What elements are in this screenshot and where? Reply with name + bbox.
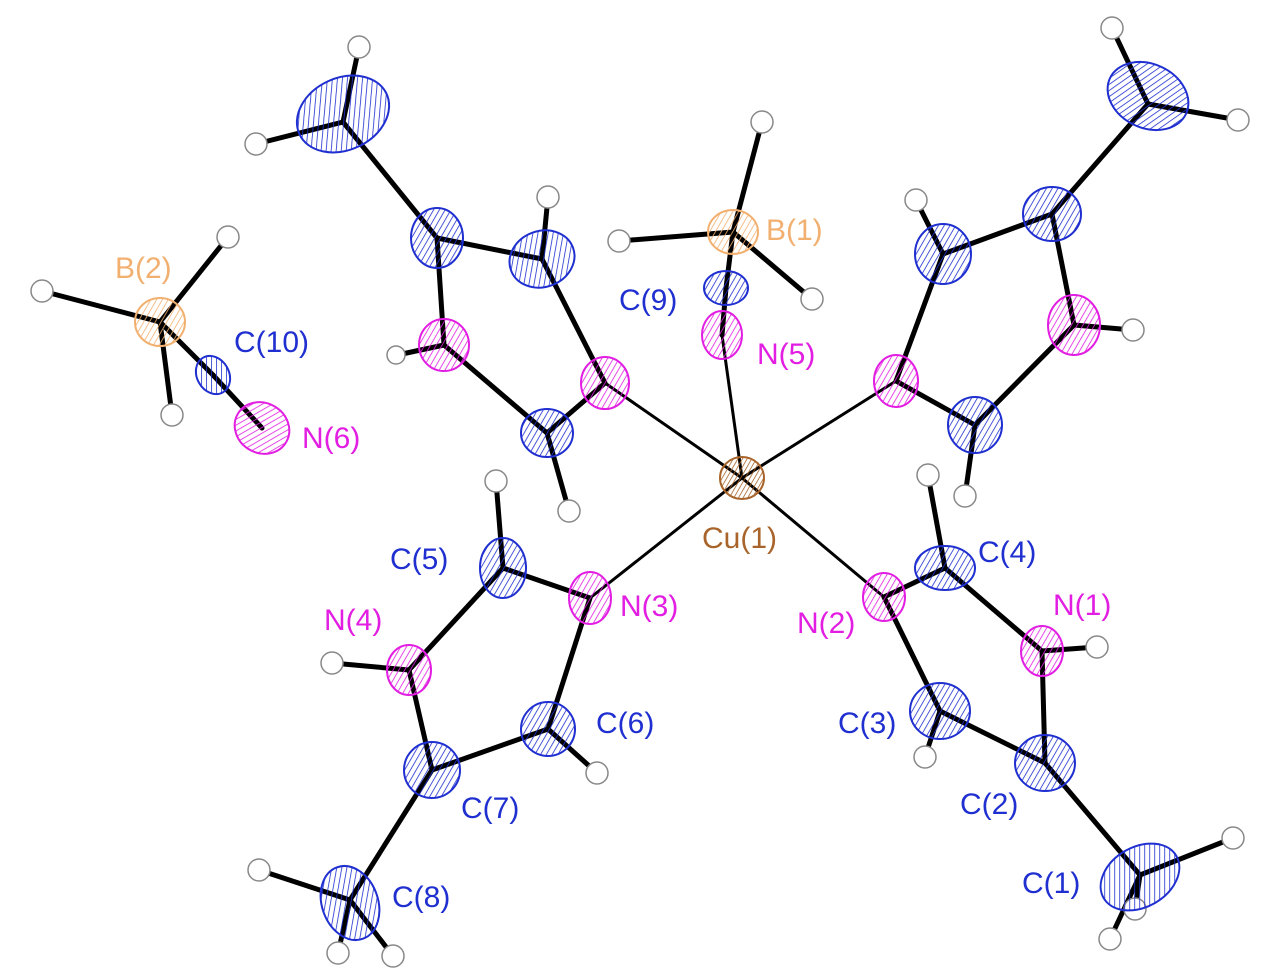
atom-n3 bbox=[568, 571, 612, 625]
atom-nh-upper-left bbox=[418, 318, 470, 372]
hydrogen-atom bbox=[247, 858, 271, 882]
bond-cu1-n-upper-right bbox=[740, 379, 898, 480]
label-n3: N(3) bbox=[620, 590, 678, 623]
label-c10: C(10) bbox=[234, 326, 309, 359]
hydrogen-atom bbox=[1121, 318, 1145, 342]
bonds bbox=[39, 25, 1241, 959]
hydrogen-atom bbox=[953, 484, 977, 508]
label-n6: N(6) bbox=[302, 422, 360, 455]
atom-c-ul-methyl bbox=[295, 74, 391, 154]
hydrogen-atom bbox=[913, 745, 937, 769]
label-c7: C(7) bbox=[461, 792, 519, 825]
atom-c8 bbox=[319, 865, 381, 941]
hydrogen-atom bbox=[557, 499, 581, 523]
hydrogen-atom bbox=[750, 110, 774, 134]
atom-n1 bbox=[1020, 625, 1064, 677]
atom-c-ur-low bbox=[947, 396, 1003, 454]
bond-cu1-n2 bbox=[740, 476, 886, 599]
atom-cu1 bbox=[719, 456, 765, 500]
hydrogen-atom bbox=[916, 463, 940, 487]
atom-b2 bbox=[134, 297, 186, 347]
hydrogen-atom bbox=[30, 279, 54, 303]
label-cu1: Cu(1) bbox=[702, 522, 777, 555]
atom-c-ul-low bbox=[520, 408, 574, 458]
hydrogen-atom bbox=[1100, 16, 1124, 40]
hydrogen-atom bbox=[320, 651, 344, 675]
label-c2: C(2) bbox=[960, 788, 1018, 821]
atom-c-ur-ch bbox=[914, 223, 972, 285]
label-c3: C(3) bbox=[838, 707, 896, 740]
label-n2: N(2) bbox=[797, 607, 855, 640]
hydrogen-atom bbox=[1085, 635, 1109, 659]
atom-c1 bbox=[1099, 842, 1181, 912]
label-n4: N(4) bbox=[324, 604, 382, 637]
atom-c-ur-me bbox=[1022, 186, 1082, 242]
atom-c9 bbox=[703, 270, 749, 306]
hydrogen-atom bbox=[244, 132, 268, 156]
hydrogen-atom bbox=[1221, 826, 1245, 850]
label-b2: B(2) bbox=[115, 252, 172, 285]
label-c5: C(5) bbox=[390, 543, 448, 576]
atom-c3 bbox=[909, 682, 971, 740]
atom-c4 bbox=[914, 545, 976, 591]
atom-nh-upper-right bbox=[1047, 294, 1101, 356]
heavy-atoms bbox=[134, 60, 1190, 941]
atom-n5 bbox=[701, 310, 743, 360]
atom-n2 bbox=[862, 572, 906, 622]
label-c1: C(1) bbox=[1022, 867, 1080, 900]
hydrogen-atom bbox=[484, 469, 508, 493]
atom-c-ul-top bbox=[508, 229, 576, 289]
hydrogen-atom bbox=[800, 287, 824, 311]
hydrogen-atoms bbox=[30, 16, 1250, 968]
hydrogen-atom bbox=[160, 403, 184, 427]
label-c6: C(6) bbox=[596, 707, 654, 740]
atom-c10 bbox=[194, 354, 232, 396]
atom-n-upper-right bbox=[873, 354, 919, 408]
hydrogen-atom bbox=[585, 761, 609, 785]
hydrogen-atom bbox=[386, 345, 406, 365]
atom-b1 bbox=[707, 209, 759, 255]
hydrogen-atom bbox=[347, 35, 371, 59]
label-c8: C(8) bbox=[392, 881, 450, 914]
label-n5: N(5) bbox=[757, 338, 815, 371]
label-c9: C(9) bbox=[619, 284, 677, 317]
atom-c-ul-me bbox=[410, 207, 464, 269]
atom-c2 bbox=[1014, 734, 1076, 792]
hydrogen-atom bbox=[536, 185, 560, 209]
atom-n4 bbox=[386, 644, 432, 696]
atom-n6 bbox=[233, 401, 291, 455]
atom-n-upper-left bbox=[580, 356, 630, 410]
hydrogen-atom bbox=[904, 188, 928, 212]
label-c4: C(4) bbox=[978, 536, 1036, 569]
hydrogen-atom bbox=[216, 225, 240, 249]
atom-c6 bbox=[520, 701, 576, 757]
bond-cu1-n-upper-left bbox=[603, 381, 744, 480]
label-b1: B(1) bbox=[766, 214, 823, 247]
hydrogen-atom bbox=[1226, 108, 1250, 132]
atom-labels: Cu(1) B(1) C(9) N(5) B(2) C(10) N(6) C(5… bbox=[115, 214, 1111, 914]
hydrogen-atom bbox=[607, 229, 631, 253]
atom-c7 bbox=[403, 741, 461, 799]
hydrogen-atom bbox=[1098, 927, 1122, 951]
label-n1: N(1) bbox=[1053, 589, 1111, 622]
bond-cu1-n3 bbox=[588, 476, 744, 600]
hydrogen-atom bbox=[326, 941, 350, 965]
atom-c5 bbox=[479, 537, 527, 599]
hydrogen-atom bbox=[381, 944, 405, 968]
atom-c-ur-methyl bbox=[1106, 60, 1190, 132]
